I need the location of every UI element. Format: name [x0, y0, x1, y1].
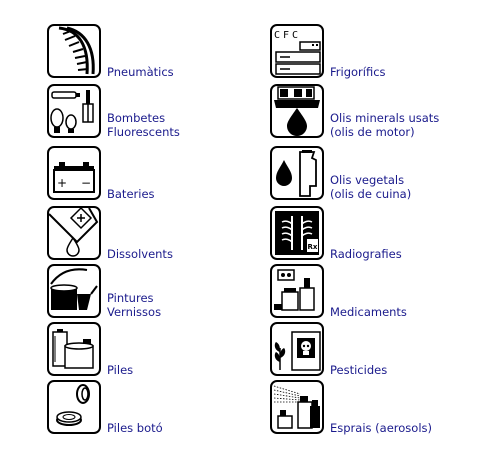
cfc-text: CFC	[274, 30, 301, 41]
cooking-oil-icon	[270, 146, 324, 200]
x-ray-icon: Rx	[270, 206, 324, 260]
label-esprais: Esprais (aerosols)	[330, 421, 432, 435]
refrigerator-cfc-icon: CFC	[270, 24, 324, 78]
aerosol-icon	[270, 380, 324, 434]
plus-sign: +	[57, 176, 67, 190]
tire-icon	[47, 24, 101, 78]
pesticide-icon	[270, 322, 324, 376]
label-bateries: Bateries	[107, 187, 155, 201]
solvent-icon	[47, 206, 101, 260]
label-frigorifics: Frigorífics	[330, 65, 386, 79]
car-battery-icon: + −	[47, 146, 101, 200]
label-pesticides: Pesticides	[330, 363, 388, 377]
label-piles: Piles	[107, 363, 134, 377]
label-bombetes: Bombetes Fluorescents	[107, 111, 180, 139]
label-medicaments: Medicaments	[330, 305, 407, 319]
batteries-icon	[47, 322, 101, 376]
label-pintures: Pintures Vernissos	[107, 291, 162, 319]
label-olis-minerals: Olis minerals usats (olis de motor)	[330, 111, 440, 139]
minus-sign: −	[81, 176, 91, 190]
light-bulbs-icon	[47, 84, 101, 138]
button-cell-icon	[47, 380, 101, 434]
label-olis-vegetals: Olis vegetals (olis de cuina)	[330, 173, 412, 201]
rx-text: Rx	[308, 243, 318, 251]
motor-oil-icon	[270, 84, 324, 138]
label-pneumatics: Pneumàtics	[107, 65, 174, 79]
medicines-icon	[270, 264, 324, 318]
label-radiografies: Radiografies	[330, 247, 402, 261]
label-dissolvents: Dissolvents	[107, 247, 173, 261]
paint-can-icon	[47, 264, 101, 318]
label-piles-boto: Piles botó	[107, 421, 163, 435]
